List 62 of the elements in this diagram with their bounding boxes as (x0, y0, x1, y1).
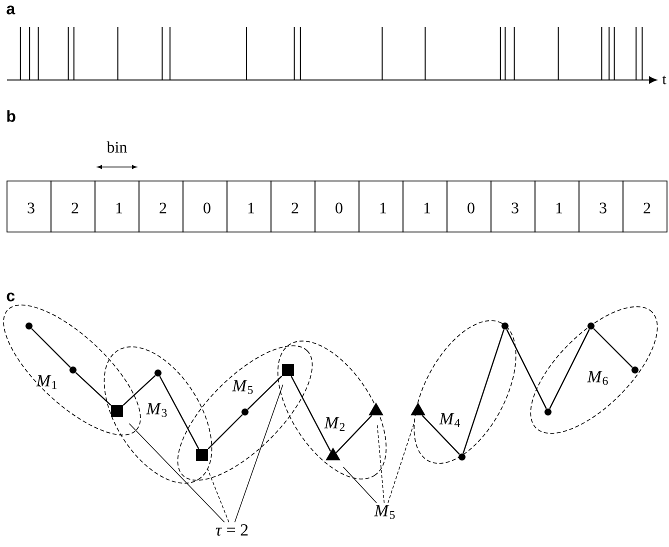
series-line (290, 376, 332, 452)
axis-label: t (662, 76, 666, 84)
bin-cell: 0 (314, 180, 360, 232)
motif-label: M$_{4}$ (439, 413, 460, 427)
square-marker (111, 405, 123, 417)
series-line (336, 415, 372, 454)
motif-label: M$_{6}$ (587, 371, 608, 385)
bin-cell: 1 (534, 180, 580, 232)
bin-cell: 1 (94, 180, 140, 232)
dimension-label: bin (106, 141, 127, 153)
series-line (31, 328, 71, 368)
bin-cell: 1 (402, 180, 448, 232)
motif-label: M$_{2}$ (324, 417, 345, 431)
bin-cell: 3 (6, 180, 52, 232)
square-marker (196, 449, 208, 461)
bin-cell: 1 (358, 180, 404, 232)
bin-cell: 0 (446, 180, 492, 232)
bin-cell: 2 (270, 180, 316, 232)
series-line (75, 372, 112, 406)
bin-cell: 3 (490, 180, 536, 232)
series-line (122, 375, 156, 406)
bin-cell: 1 (226, 180, 272, 232)
square-marker (282, 364, 294, 376)
leader-line (128, 423, 225, 522)
panel-letter: a (6, 6, 16, 14)
series-line (593, 328, 633, 368)
data-point (632, 366, 638, 374)
data-point (242, 408, 248, 416)
triangle-marker (326, 448, 340, 460)
data-point (544, 408, 552, 416)
panel-letter: c (6, 292, 15, 302)
leader-line (207, 469, 230, 522)
data-point (502, 322, 508, 330)
bin-cell: 0 (182, 180, 228, 232)
data-point (154, 370, 162, 376)
bin-cell: 3 (578, 180, 624, 232)
annotation-label: M$_{5}$ (374, 505, 395, 519)
triangle-marker (368, 402, 384, 416)
leader-line (388, 424, 414, 504)
panel-letter: b (7, 110, 16, 122)
motif-label: M$_{1}$ (36, 375, 56, 389)
data-point (70, 366, 76, 374)
series-line (247, 376, 282, 410)
series-line (208, 414, 243, 450)
data-point (588, 322, 594, 330)
series-line (506, 329, 547, 409)
data-point (458, 454, 466, 460)
series-line (462, 329, 504, 454)
series-line (159, 376, 200, 450)
bin-cell: 2 (622, 180, 668, 232)
bin-cell: 2 (50, 180, 96, 232)
series-line (422, 415, 460, 455)
leader-line (376, 424, 385, 504)
motif-label: M$_{3}$ (146, 403, 167, 417)
bin-cell: 2 (138, 180, 184, 232)
leader-line (234, 384, 284, 522)
motif-label: M$_{5}$ (232, 380, 253, 394)
triangle-marker (410, 402, 426, 416)
annotation-label: τ = 2 (216, 524, 248, 536)
series-line (549, 329, 590, 409)
data-point (26, 322, 32, 330)
leader-line (342, 466, 377, 504)
